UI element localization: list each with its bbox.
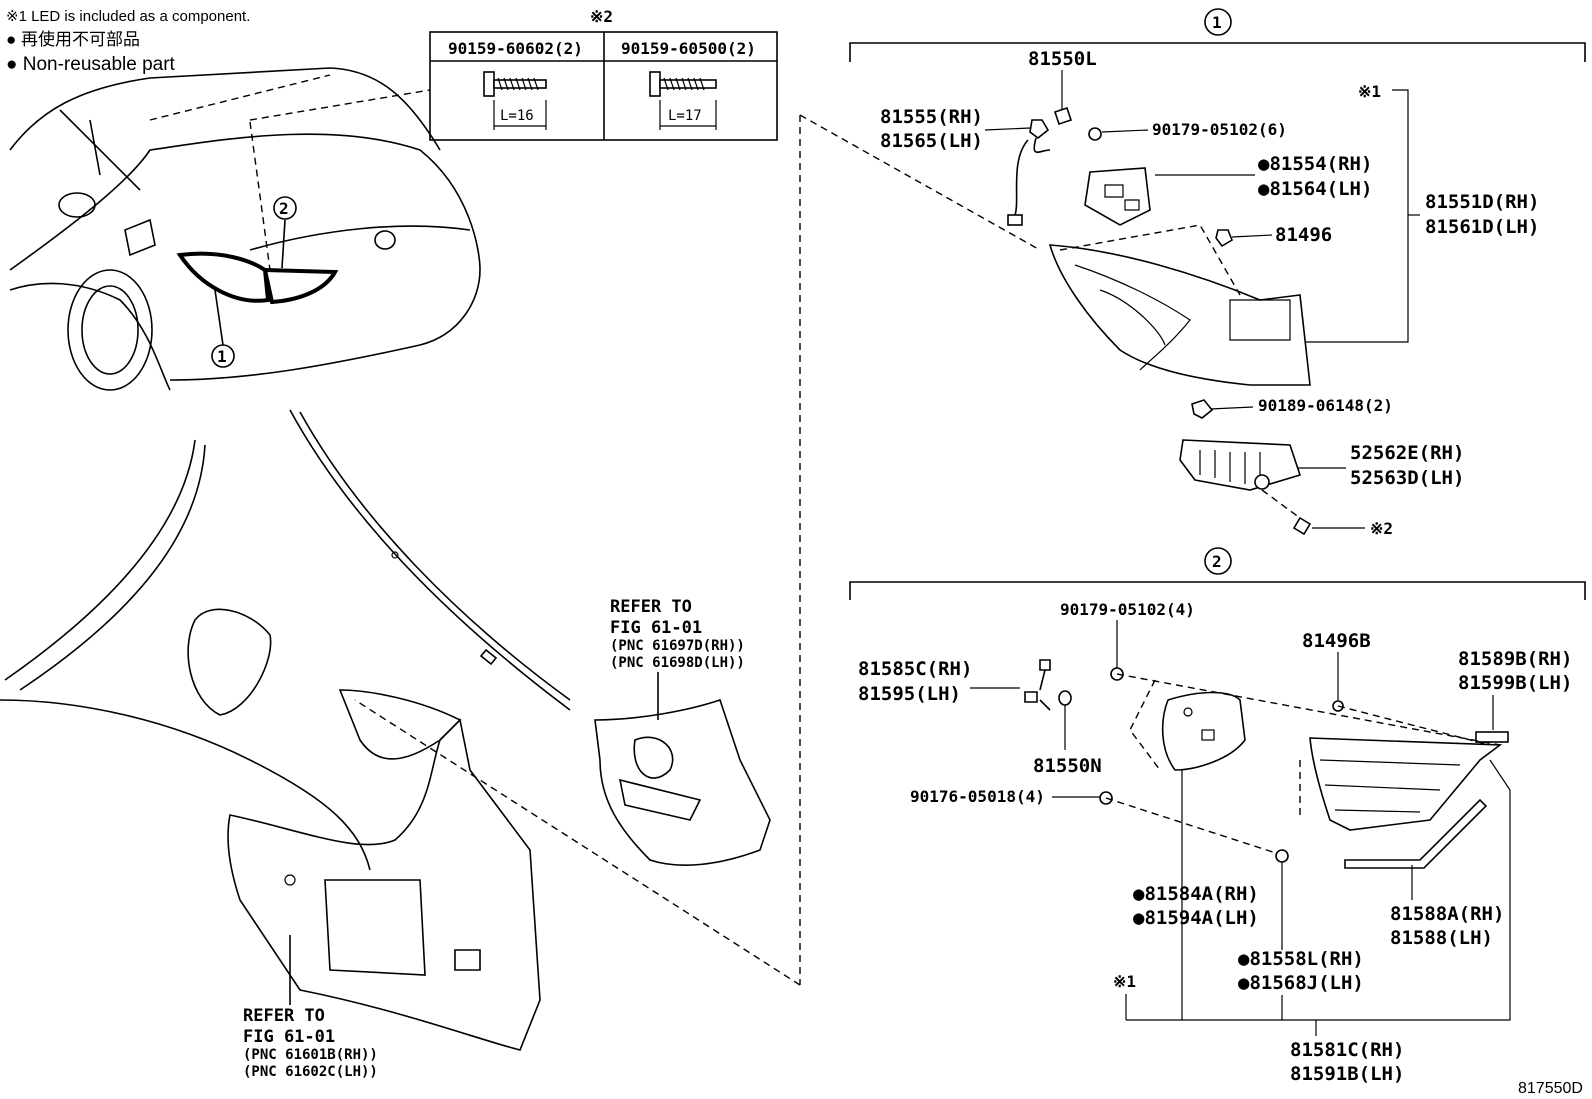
- part-90176-05018: 90176-05018(4): [910, 787, 1045, 806]
- screw-icon: [1292, 516, 1312, 536]
- leader-dashed-line: [354, 699, 801, 986]
- diagram-id: 817550D: [1518, 1080, 1583, 1097]
- bolt-table: ※2 90159-60602(2) 90159-60500(2) L=16 L=…: [429, 7, 778, 141]
- bolt-icon: L=16: [483, 71, 547, 130]
- led-mark-group-2: ※1: [1113, 972, 1136, 991]
- group-2-tail-lamp-inner: 2 90179-05102(4) 81496B 81589B(RH) 81599…: [849, 547, 1586, 1085]
- part-81595-lh: 81595(LH): [858, 683, 961, 705]
- part-81588A-rh: 81588A(RH): [1390, 903, 1504, 925]
- leader-dashed-line: [799, 114, 1041, 251]
- vehicle-rear-illustration: 1 2: [9, 67, 481, 391]
- group-2-bracket: [849, 581, 1586, 600]
- refer-lower-line1: REFER TO: [243, 1006, 325, 1026]
- group-2-label: 2: [1212, 552, 1222, 571]
- refer-to-upper: REFER TO FIG 61-01 (PNC 61697D(RH)) (PNC…: [594, 597, 771, 866]
- part-81550N: 81550N: [1033, 755, 1102, 777]
- callout-2-label: 2: [279, 199, 289, 218]
- bolt-length-l16: L=16: [500, 108, 534, 124]
- screw-mark: ※2: [1370, 519, 1393, 538]
- refer-lower-line3: (PNC 61601B(RH)): [243, 1047, 378, 1063]
- part-81581C-rh: 81581C(RH): [1290, 1039, 1404, 1061]
- refer-lower-line4: (PNC 61602C(LH)): [243, 1064, 378, 1080]
- bolt-part-90159-60602: 90159-60602(2): [448, 39, 583, 58]
- part-81554-rh: ●81554(RH): [1258, 153, 1372, 175]
- part-52562E-rh: 52562E(RH): [1350, 442, 1464, 464]
- group-1-marker: [1204, 8, 1232, 36]
- part-52563D-lh: 52563D(LH): [1350, 467, 1464, 489]
- refer-upper-line4: (PNC 61698D(LH)): [610, 655, 745, 671]
- led-mark-group-1: ※1: [1358, 82, 1381, 101]
- part-81564-lh: ●81564(LH): [1258, 178, 1372, 200]
- part-81496: 81496: [1275, 224, 1332, 246]
- part-81599B-lh: 81599B(LH): [1458, 672, 1572, 694]
- part-90179-05102-4: 90179-05102(4): [1060, 600, 1195, 619]
- bolt-icon: L=17: [649, 71, 717, 130]
- callout-2-marker: [273, 196, 297, 220]
- part-81584A-rh: ●81584A(RH): [1133, 883, 1259, 905]
- part-81588-lh: 81588(LH): [1390, 927, 1493, 949]
- part-81565-lh: 81565(LH): [880, 130, 983, 152]
- refer-lower-line2: FIG 61-01: [243, 1027, 335, 1047]
- table-mark: ※2: [590, 7, 613, 26]
- part-81550L: 81550L: [1028, 48, 1097, 70]
- non-reusable-note-jp: ● 再使用不可部品: [6, 29, 140, 49]
- part-81591B-lh: 81591B(LH): [1290, 1063, 1404, 1085]
- callout-1-marker: [211, 344, 235, 368]
- bolt-part-90159-60500: 90159-60500(2): [621, 39, 756, 58]
- part-81594A-lh: ●81594A(LH): [1133, 907, 1259, 929]
- part-81585C-rh: 81585C(RH): [858, 658, 972, 680]
- part-81589B-rh: 81589B(RH): [1458, 648, 1572, 670]
- refer-upper-line2: FIG 61-01: [610, 618, 702, 638]
- refer-upper-line3: (PNC 61697D(RH)): [610, 638, 745, 654]
- part-81558L-rh: ●81558L(RH): [1238, 948, 1364, 970]
- led-note: ※1 LED is included as a component.: [6, 8, 250, 25]
- part-81551D-rh: 81551D(RH): [1425, 191, 1539, 213]
- group-1-tail-lamp-outer: 1 81550L 81555(RH) 81565(LH) 90179-05102…: [849, 8, 1586, 538]
- non-reusable-note-en: ● Non-reusable part: [6, 54, 176, 75]
- refer-to-lower: REFER TO FIG 61-01 (PNC 61601B(RH)) (PNC…: [243, 935, 378, 1080]
- refer-upper-line1: REFER TO: [610, 597, 692, 617]
- callout-1-label: 1: [217, 347, 227, 366]
- part-81496B: 81496B: [1302, 630, 1371, 652]
- part-90189-06148: 90189-06148(2): [1258, 396, 1393, 415]
- group-1-bracket: [849, 42, 1586, 62]
- group-2-marker: [1204, 547, 1232, 575]
- quarter-panel-illustration: [0, 409, 571, 1051]
- group-1-label: 1: [1212, 13, 1222, 32]
- part-81561D-lh: 81561D(LH): [1425, 216, 1539, 238]
- part-81555-rh: 81555(RH): [880, 106, 983, 128]
- part-81568J-lh: ●81568J(LH): [1238, 972, 1364, 994]
- bolt-length-l17: L=17: [668, 108, 702, 124]
- part-90179-05102-6: 90179-05102(6): [1152, 120, 1287, 139]
